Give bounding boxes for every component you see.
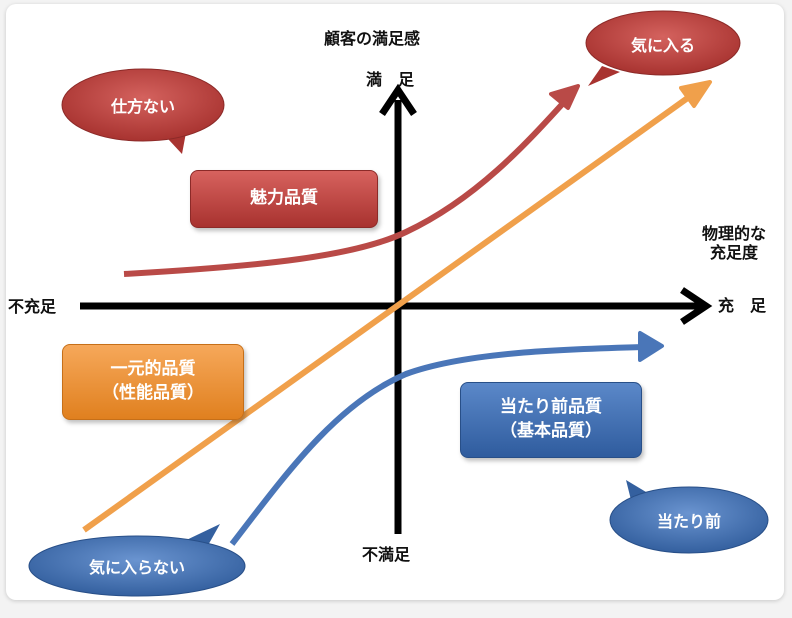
x-axis-title: 物理的な 充足度 xyxy=(688,224,780,262)
bubble-dislike-text: 気に入らない xyxy=(88,558,186,577)
bubble-like xyxy=(585,10,741,86)
one-dimensional-line1: 一元的品質 xyxy=(110,359,196,380)
attractive-quality-label: 魅力品質 xyxy=(250,188,318,209)
bubble-cant-help-text: 仕方ない xyxy=(110,97,176,116)
bubble-like-text: 気に入る xyxy=(630,36,696,55)
kano-model-diagram xyxy=(28,10,769,597)
must-be-curve xyxy=(229,331,664,546)
x-axis-right-label: 充 足 xyxy=(718,296,767,315)
x-axis-left-label: 不充足 xyxy=(8,297,57,316)
bubble-dislike xyxy=(28,524,246,597)
one-dimensional-line2: （性能品質） xyxy=(102,383,204,403)
axes xyxy=(80,83,713,534)
x-axis-title-line2: 充足度 xyxy=(709,243,758,263)
x-axis-title-line1: 物理的な xyxy=(701,224,766,243)
one-dimensional-line xyxy=(82,80,712,533)
one-dimensional-quality-box: 一元的品質 （性能品質） xyxy=(62,344,244,420)
must-be-line1: 当たり前品質 xyxy=(500,397,602,418)
y-axis-title: 顧客の満足感 xyxy=(324,29,421,48)
bubble-expected-text: 当たり前 xyxy=(656,512,722,531)
bubble-expected xyxy=(609,480,769,554)
y-axis-top-label: 満 足 xyxy=(366,70,415,89)
must-be-line2: （基本品質） xyxy=(500,421,602,441)
attractive-curve xyxy=(123,84,580,277)
diagram-card: 顧客の満足感 満 足 不満足 物理的な 充足度 充 足 不充足 魅力品質 一元的… xyxy=(6,4,784,600)
must-be-quality-box: 当たり前品質 （基本品質） xyxy=(460,382,642,458)
attractive-quality-box: 魅力品質 xyxy=(190,170,378,228)
bubble-cant-help xyxy=(61,68,225,154)
y-axis-bottom-label: 不満足 xyxy=(362,545,411,564)
